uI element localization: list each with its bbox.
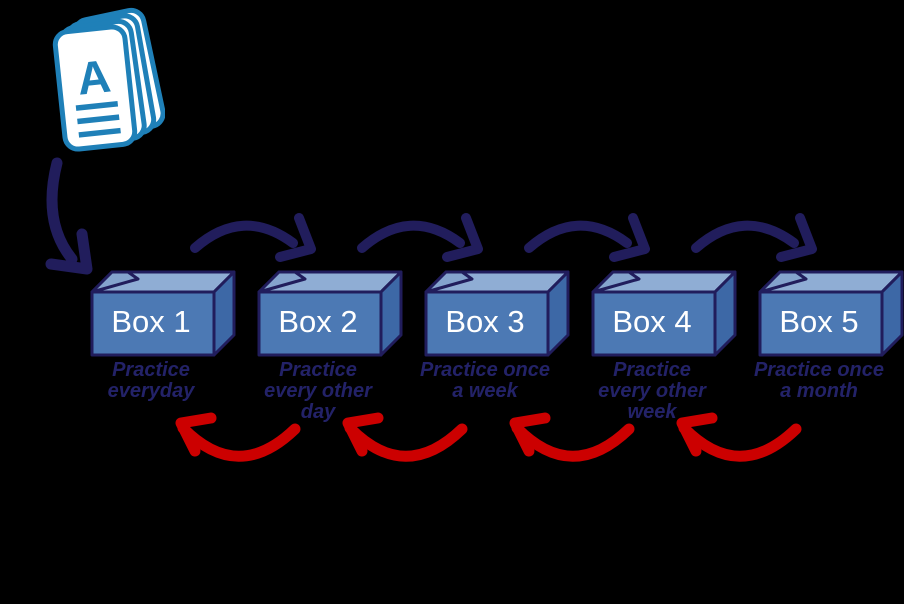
box-1: Box 1 Practice everyday [88, 268, 236, 468]
box-3: Box 3 Practice once a week [420, 268, 570, 468]
box-1-label: Box 1 [111, 303, 191, 339]
box-4-label: Box 4 [612, 303, 692, 339]
box-5-label: Box 5 [779, 303, 859, 339]
back-arrow-box4-box3-icon [509, 412, 635, 462]
box-3-caption: Practice once a week [419, 359, 551, 402]
forward-arrow-box3-box4-icon [524, 213, 650, 262]
box-3-label: Box 3 [445, 303, 525, 339]
flashcard-letter: A [75, 49, 113, 104]
back-arrow-box3-box2-icon [342, 412, 468, 462]
back-arrow-box2-box1-icon [175, 412, 301, 462]
flashcard-text-lines-icon [75, 100, 121, 138]
forward-arrow-box2-box3-icon [357, 213, 483, 262]
box-5: Box 5 Practice once a month [754, 268, 904, 468]
box-4: Box 4 Practice every other week [589, 268, 737, 468]
back-arrow-box5-box4-icon [676, 412, 802, 462]
box-2: Box 2 Practice every other day [255, 268, 403, 468]
box-2-caption: Practice every other day [264, 359, 372, 423]
intro-arrow-cards-to-box1-icon [45, 157, 93, 275]
forward-arrow-box4-box5-icon [691, 213, 817, 262]
box-4-caption: Practice every other week [598, 359, 706, 423]
box-5-caption: Practice once a month [753, 359, 885, 402]
forward-arrow-box1-box2-icon [190, 213, 316, 262]
box-2-label: Box 2 [278, 303, 358, 339]
box-1-caption: Practice everyday [107, 359, 195, 402]
flashcard-stack-icon: A [52, 7, 165, 152]
